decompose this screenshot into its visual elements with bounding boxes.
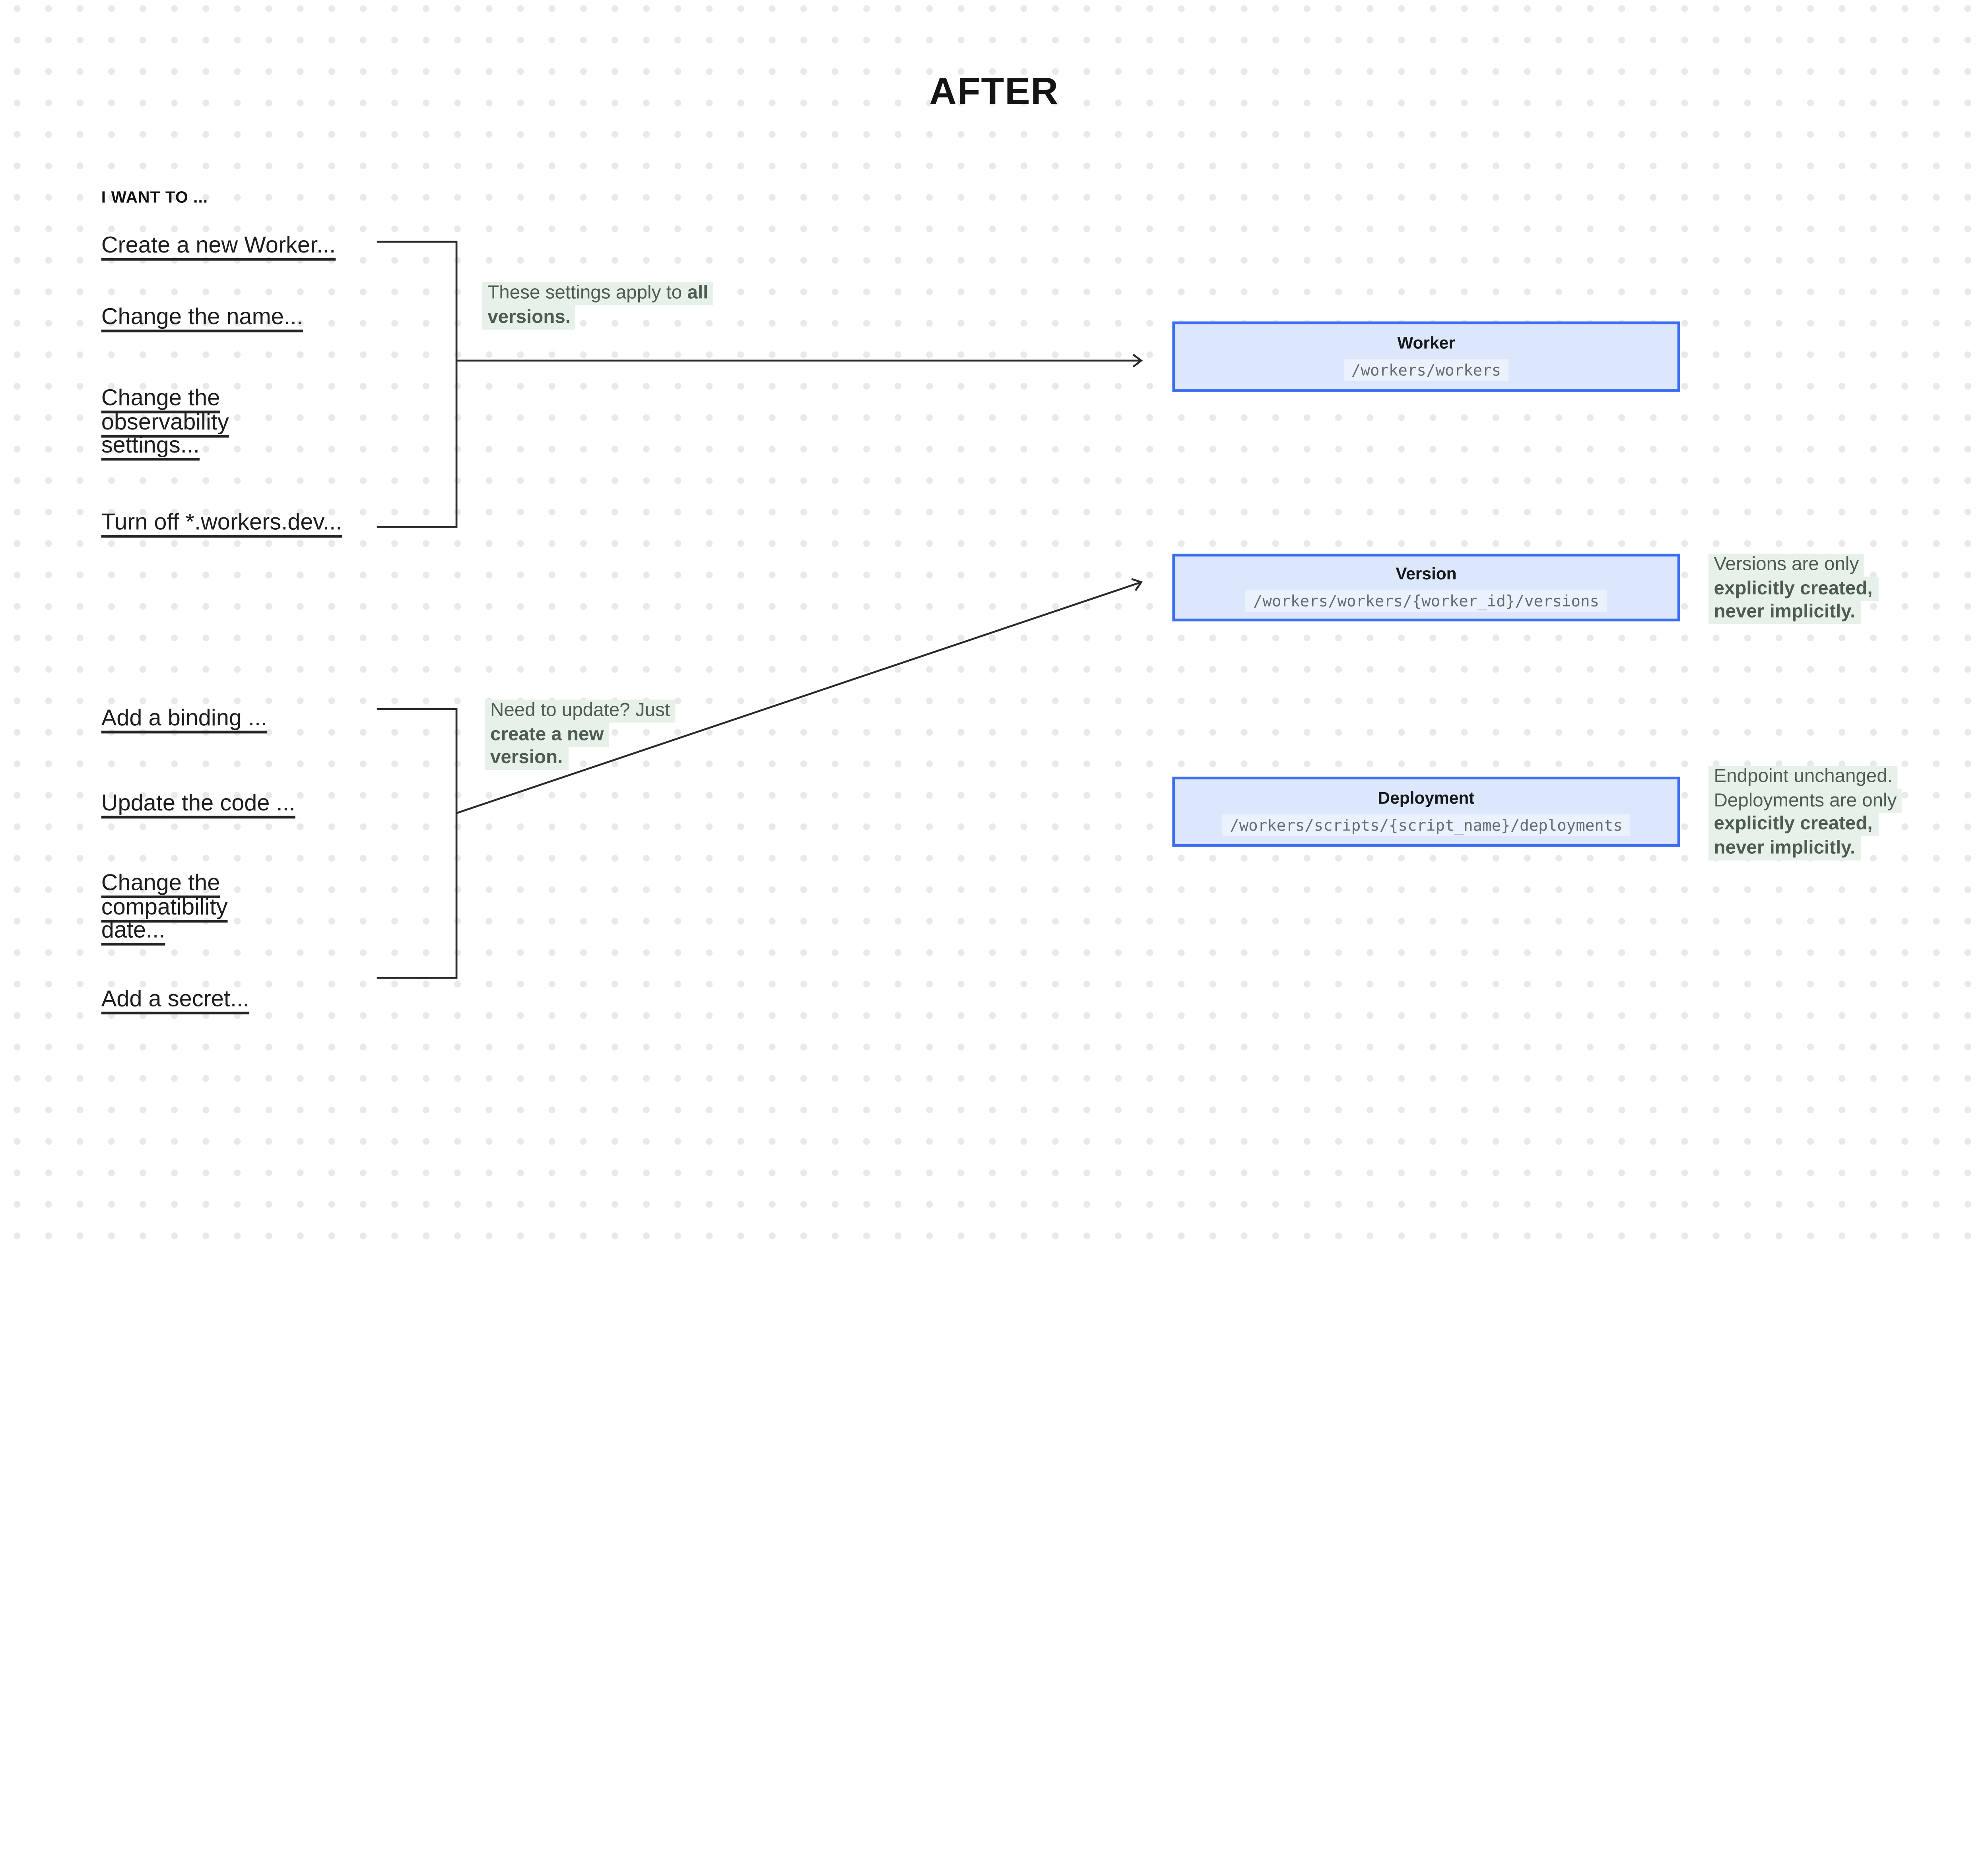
note-text-bold: version. <box>490 746 563 767</box>
sidebar-item-change-name: Change the name... <box>101 304 303 330</box>
want-heading: I WANT TO ... <box>101 188 208 207</box>
worker-node: Worker /workers/workers <box>1172 321 1680 392</box>
diagram-canvas: AFTER I WANT TO ... Create a new Worker.… <box>0 0 1988 1265</box>
deployment-endpoint-path: /workers/scripts/{script_name}/deploymen… <box>1221 814 1631 835</box>
note-text-bold: never implicitly. <box>1714 835 1856 857</box>
note-text-bold: all <box>687 281 709 303</box>
note-create-new-version: Need to update? Just create a new versio… <box>485 698 676 770</box>
sidebar-item-create-worker: Create a new Worker... <box>101 232 336 258</box>
version-node-title: Version <box>1396 564 1457 583</box>
note-text-bold: explicitly created, <box>1714 812 1873 833</box>
deployment-node: Deployment /workers/scripts/{script_name… <box>1172 777 1680 847</box>
note-deployments-explicit: Endpoint unchanged. Deployments are only… <box>1708 764 1902 860</box>
page-title: AFTER <box>929 70 1059 112</box>
worker-node-title: Worker <box>1397 333 1455 352</box>
note-text: Versions are only <box>1714 552 1859 574</box>
sidebar-item-turn-off-workers-dev: Turn off *.workers.dev... <box>101 509 342 535</box>
note-text: These settings apply to <box>487 281 687 303</box>
sidebar-item-change-observability: Change the observability settings... <box>101 385 229 458</box>
sidebar-item-change-compatibility-date: Change the compatibility date... <box>101 870 228 943</box>
deployment-node-title: Deployment <box>1378 788 1475 807</box>
sidebar-item-add-binding: Add a binding ... <box>101 705 268 731</box>
note-text-bold: never implicitly. <box>1714 600 1856 622</box>
worker-endpoint-path: /workers/workers <box>1343 358 1509 381</box>
dot-grid-background <box>0 0 1988 1265</box>
note-versions-explicit: Versions are only explicitly created, ne… <box>1708 552 1878 624</box>
sidebar-item-add-secret: Add a secret... <box>101 986 250 1012</box>
note-text: Deployments are only <box>1714 788 1897 810</box>
note-text-bold: explicitly created, <box>1714 576 1873 598</box>
note-text: Endpoint unchanged. <box>1714 764 1893 786</box>
note-text-bold: create a new <box>490 722 604 744</box>
note-text: Need to update? Just <box>490 698 670 720</box>
version-endpoint-path: /workers/workers/{worker_id}/versions <box>1245 589 1607 612</box>
sidebar-item-update-code: Update the code ... <box>101 790 295 816</box>
version-node: Version /workers/workers/{worker_id}/ver… <box>1172 554 1680 622</box>
note-settings-apply-all-versions: These settings apply to all versions. <box>482 281 714 329</box>
note-text-bold: versions. <box>487 304 571 326</box>
